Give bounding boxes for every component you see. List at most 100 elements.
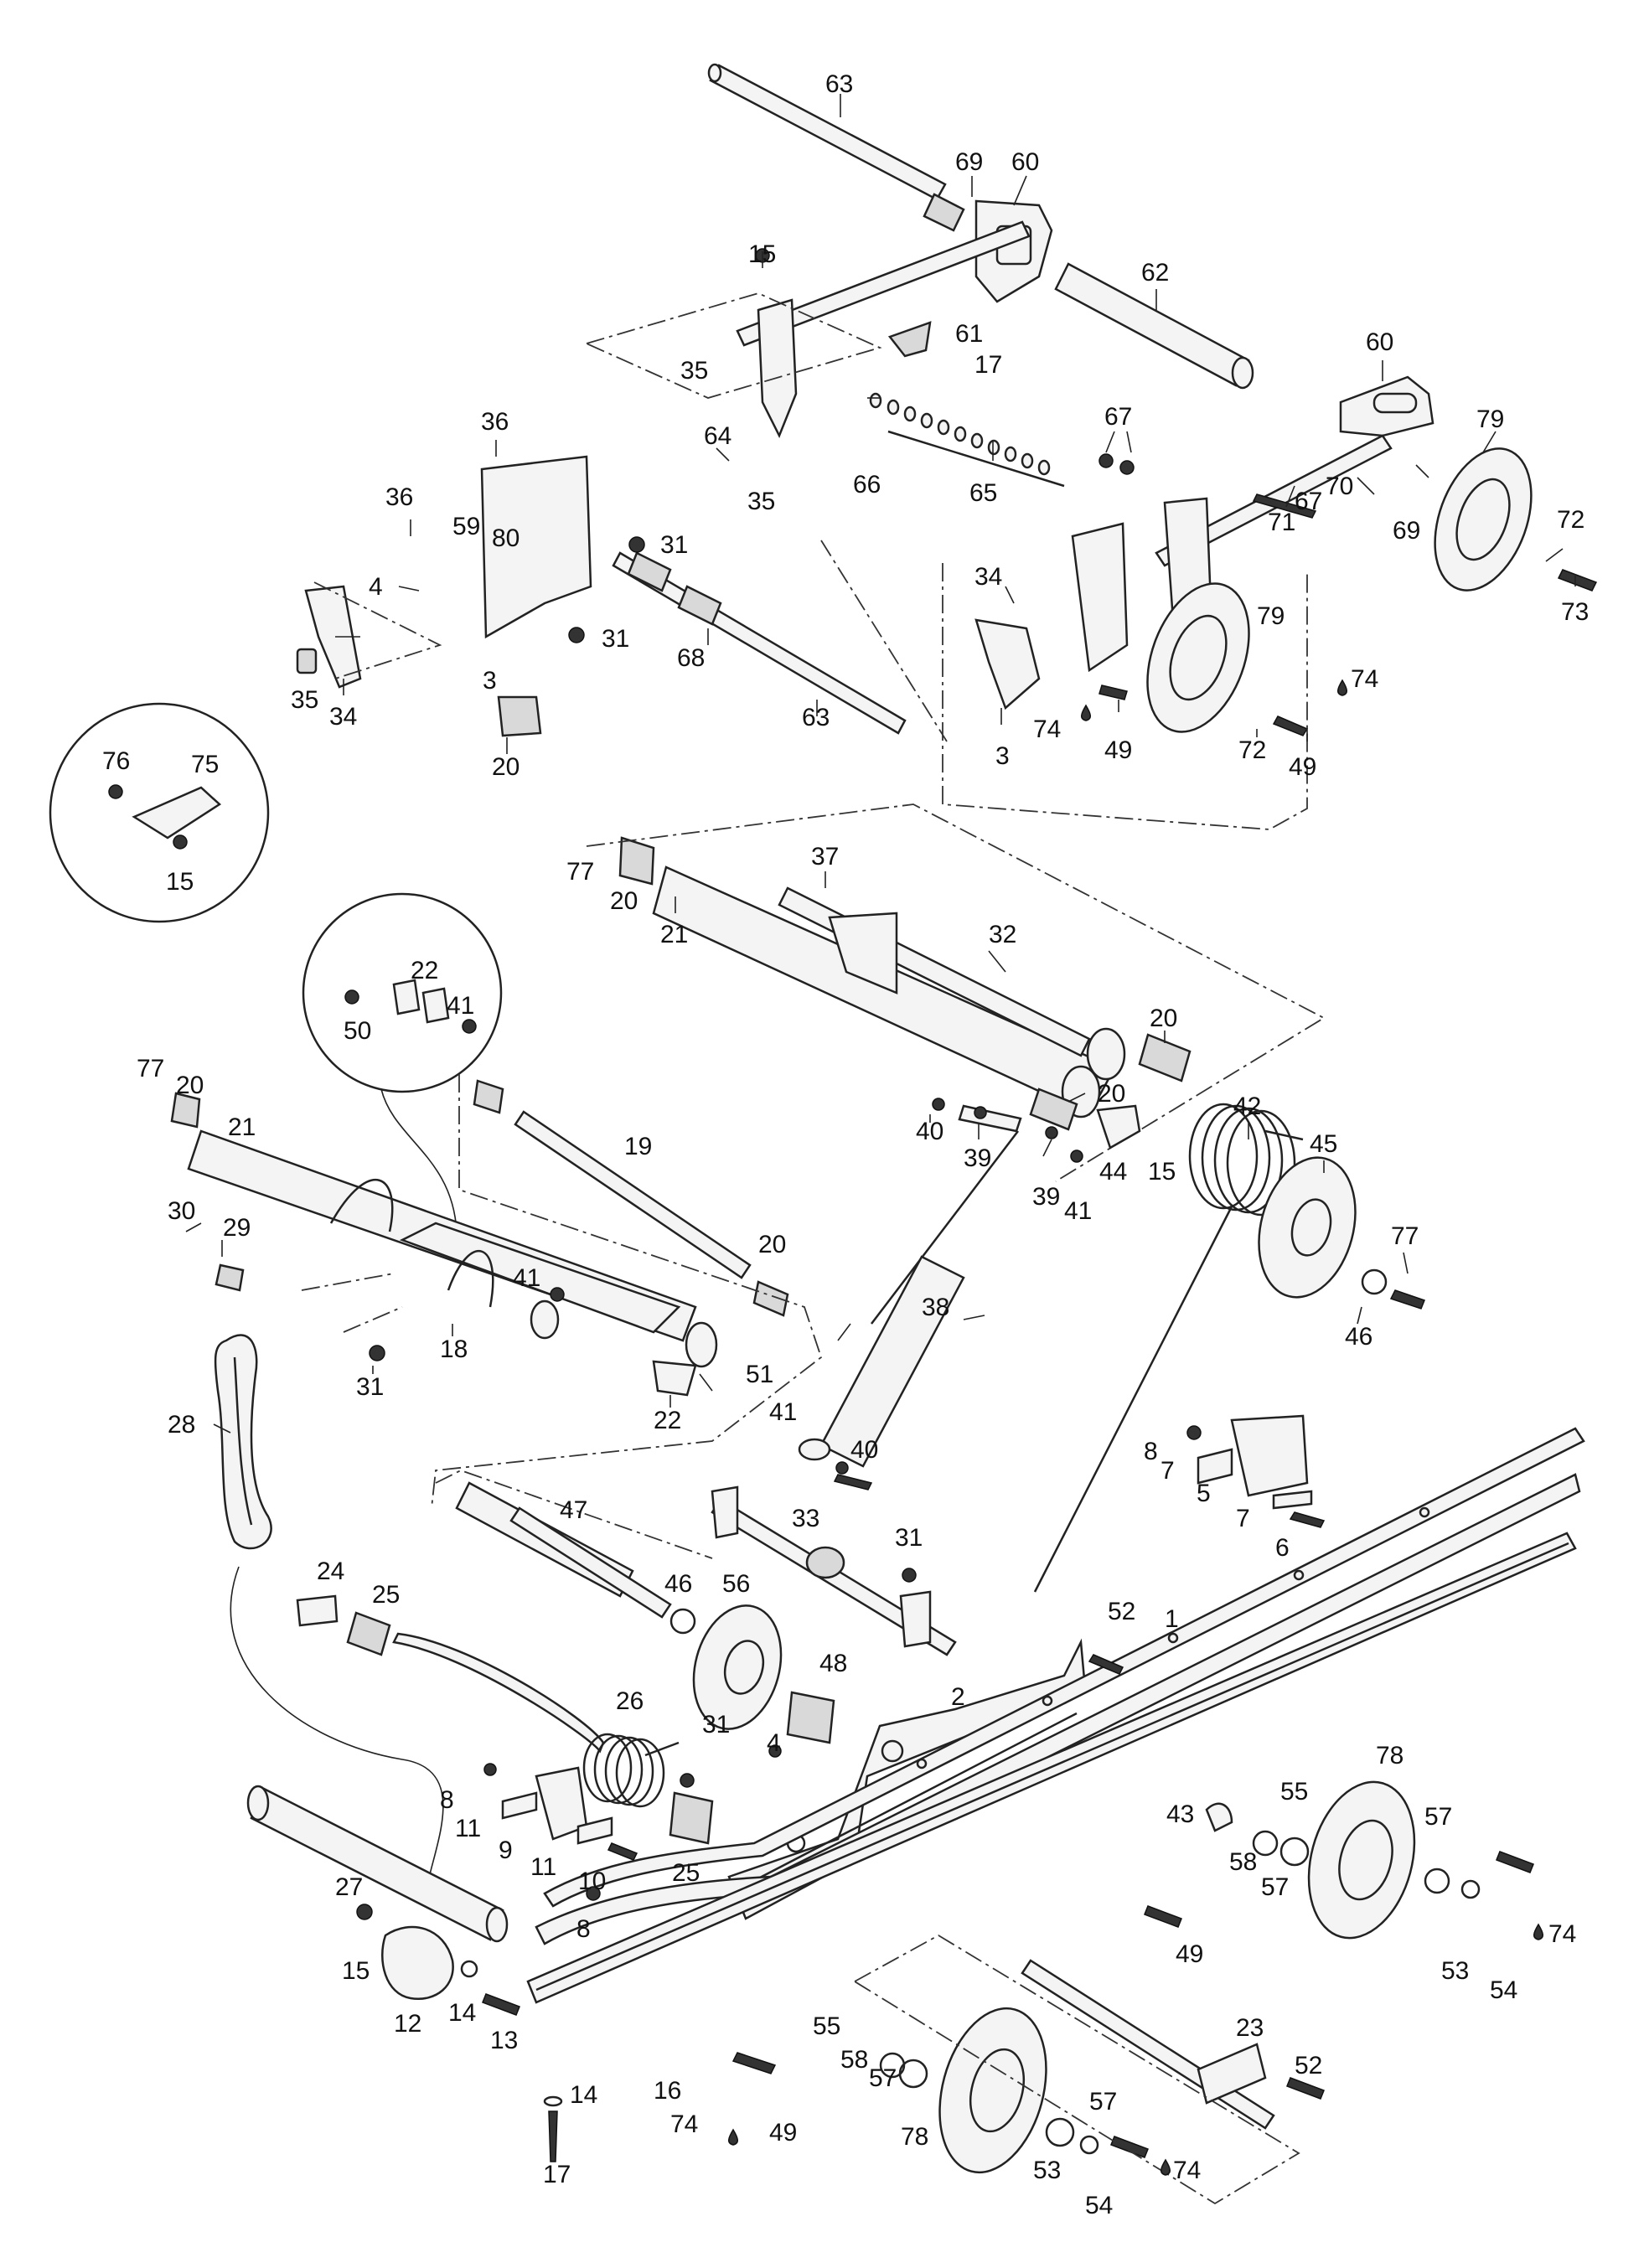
bushing-48 [786, 1691, 835, 1744]
callout-51: 51 [746, 1361, 773, 1388]
callout-21: 21 [228, 1113, 256, 1141]
callout-40: 40 [850, 1436, 878, 1464]
callout-56: 56 [722, 1570, 750, 1598]
callout-39: 39 [1032, 1183, 1060, 1211]
callout-57: 57 [869, 2064, 897, 2092]
callout-36: 36 [385, 483, 413, 511]
callout-6: 6 [1275, 1534, 1290, 1562]
callout-41: 41 [447, 992, 474, 1020]
callout-53: 53 [1033, 2157, 1061, 2184]
callout-4: 4 [767, 1729, 781, 1757]
callout-72: 72 [1238, 736, 1266, 764]
callout-31: 31 [895, 1524, 923, 1552]
callout-55: 55 [813, 2012, 840, 2040]
callout-63: 63 [825, 70, 853, 98]
callout-34: 34 [329, 703, 357, 731]
callout-21: 21 [660, 921, 688, 948]
callout-28: 28 [168, 1411, 195, 1439]
callout-34: 34 [974, 563, 1002, 591]
callout-31: 31 [702, 1711, 730, 1738]
callout-20: 20 [758, 1231, 786, 1258]
callout-74: 74 [1033, 716, 1061, 743]
tube-27 [246, 1785, 509, 1943]
inset-detail-upper [49, 702, 270, 923]
callout-48: 48 [819, 1650, 847, 1677]
torsion-spring-42 [1033, 1103, 1304, 1593]
callout-41: 41 [513, 1264, 540, 1292]
callout-3: 3 [995, 742, 1010, 770]
callout-69: 69 [1393, 517, 1420, 545]
wheel-56 [692, 1604, 783, 1730]
upper-shaft-assembly [296, 63, 1598, 830]
callout-79: 79 [1476, 406, 1504, 433]
callout-68: 68 [677, 644, 705, 672]
callout-1: 1 [1165, 1605, 1179, 1633]
callout-54: 54 [1490, 1976, 1517, 2004]
callout-57: 57 [1424, 1803, 1452, 1831]
axle-33 [711, 1485, 957, 1656]
callout-20: 20 [610, 887, 638, 915]
oil-drop-icon [1533, 1923, 1543, 1940]
cam-12 [356, 1904, 520, 2016]
callout-64: 64 [704, 422, 731, 450]
callout-62: 62 [1141, 259, 1169, 287]
callout-43: 43 [1166, 1800, 1194, 1828]
callout-17: 17 [974, 351, 1002, 379]
callout-9: 9 [499, 1837, 513, 1864]
callout-15: 15 [166, 868, 194, 896]
callout-50: 50 [344, 1017, 371, 1045]
callout-59: 59 [452, 513, 480, 540]
callout-20: 20 [492, 753, 520, 781]
callout-78: 78 [1376, 1742, 1403, 1769]
callout-14: 14 [448, 1999, 476, 2027]
callout-41: 41 [769, 1398, 797, 1426]
callout-80: 80 [492, 524, 520, 552]
callout-67: 67 [1104, 403, 1132, 431]
callout-46: 46 [1345, 1323, 1372, 1351]
wheel-79-upper [1434, 447, 1533, 592]
callout-25: 25 [672, 1859, 700, 1887]
callout-45: 45 [1310, 1130, 1337, 1158]
callout-38: 38 [922, 1294, 949, 1321]
washer-stack-65 [869, 392, 1065, 488]
callout-labels: 63 69 60 15 62 61 17 35 60 79 36 64 67 5… [102, 70, 1589, 2219]
axle-23 [853, 1934, 1300, 2205]
callout-29: 29 [223, 1214, 251, 1242]
callout-60: 60 [1011, 148, 1039, 176]
callout-8: 8 [440, 1786, 454, 1814]
callout-72: 72 [1557, 506, 1584, 534]
callout-74: 74 [1548, 1920, 1576, 1948]
callout-73: 73 [1561, 598, 1589, 626]
shock-absorber-38 [798, 1098, 1083, 1490]
callout-15: 15 [1148, 1158, 1176, 1186]
callout-35: 35 [680, 357, 708, 385]
callout-32: 32 [989, 921, 1016, 948]
front-arm-18 [170, 1092, 718, 1397]
callout-63: 63 [802, 704, 830, 731]
callout-5: 5 [1197, 1480, 1211, 1507]
callout-23: 23 [1236, 2014, 1264, 2042]
callout-20: 20 [176, 1072, 204, 1099]
inset-detail-middle [302, 892, 503, 1232]
callout-75: 75 [191, 751, 219, 778]
callout-8: 8 [576, 1915, 591, 1943]
callout-57: 57 [1089, 2088, 1117, 2116]
callout-77: 77 [566, 858, 594, 886]
stopper-bracket-5 [1186, 1414, 1326, 1528]
callout-35: 35 [747, 488, 775, 515]
callout-11: 11 [530, 1853, 556, 1881]
callout-37: 37 [811, 843, 839, 871]
callout-79: 79 [1257, 602, 1285, 630]
callout-7: 7 [1161, 1457, 1175, 1485]
callout-31: 31 [602, 625, 629, 653]
callout-35: 35 [291, 686, 318, 714]
callout-67: 67 [1295, 488, 1322, 515]
swing-arm-32 [586, 803, 1326, 1182]
callout-52: 52 [1295, 2052, 1322, 2079]
callout-3: 3 [483, 667, 497, 695]
callout-27: 27 [335, 1873, 363, 1901]
callout-40: 40 [916, 1118, 943, 1145]
bushing-25-lower [669, 1773, 714, 1845]
callout-54: 54 [1085, 2192, 1113, 2219]
